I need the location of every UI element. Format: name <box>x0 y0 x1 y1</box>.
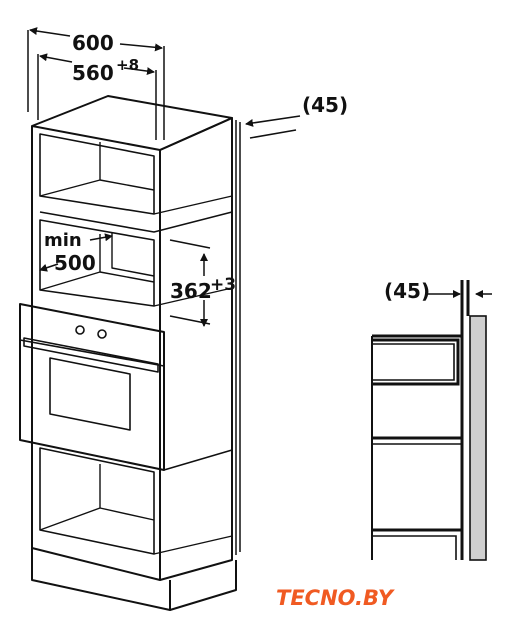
cabinet-plinth <box>31 548 171 611</box>
dimension-lines <box>27 27 492 327</box>
logo-text-part1: TEC <box>276 586 321 610</box>
oven-body <box>19 303 165 471</box>
oven-knob-2 <box>97 329 107 339</box>
cabinet-side <box>159 117 233 581</box>
min-value-label: 500 <box>54 251 96 275</box>
min-label: min <box>44 230 82 251</box>
niche-height-label: 362 <box>170 279 212 303</box>
total-width-label: 600 <box>72 31 114 55</box>
niche-height-tolerance: +3 <box>210 275 236 295</box>
tecno-by-logo: TECNO.BY <box>276 586 395 610</box>
logo-text-part2: NO.BY <box>320 586 395 610</box>
cabinet-top <box>31 95 233 151</box>
niche-width-label: 560 <box>72 61 114 85</box>
rear-gap-side-label: (45) <box>384 279 430 303</box>
wall-panel <box>469 315 487 561</box>
oven-knob-1 <box>75 325 85 335</box>
oven-window <box>49 357 131 431</box>
niche-width-tolerance: +8 <box>116 56 139 74</box>
rear-gap-top-label: (45) <box>302 93 348 117</box>
svg-text:TECNO.BY: TECNO.BY <box>276 586 395 610</box>
cabinet-drawing <box>19 95 241 611</box>
side-section <box>371 280 487 561</box>
